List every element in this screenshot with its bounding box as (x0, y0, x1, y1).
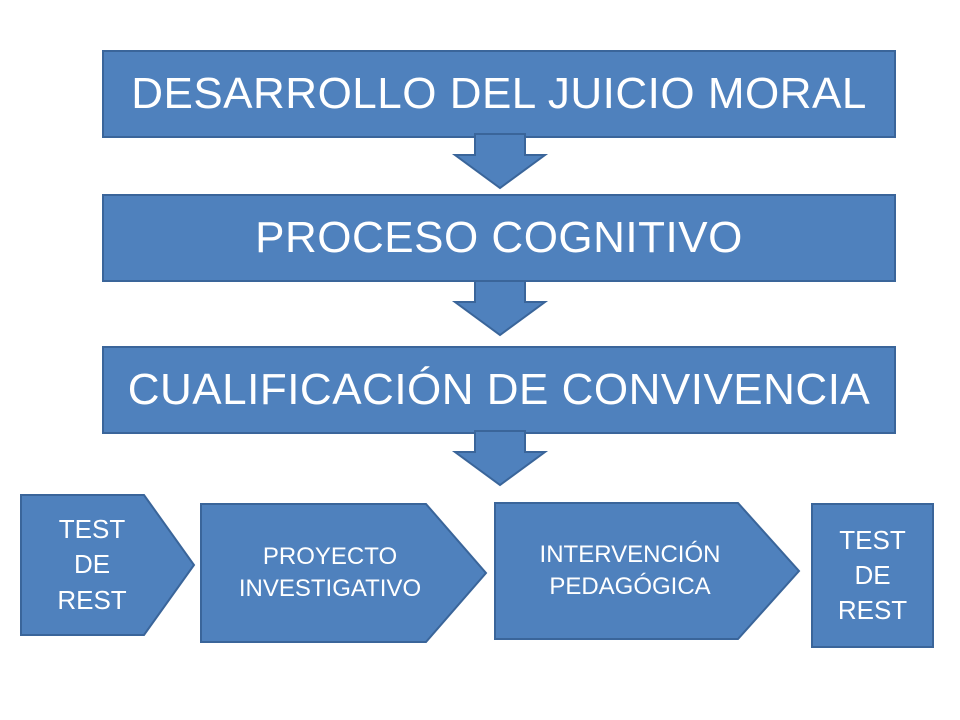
test-right-line3: REST (837, 595, 908, 626)
intervencion-line2: PEDAGÓGICA (549, 573, 711, 600)
box-desarrollo-label: DESARROLLO DEL JUICIO MORAL (131, 69, 867, 118)
pentagon-test-left (20, 494, 196, 636)
chevron-proyecto-investigativo (200, 503, 488, 643)
test-left-line2: DE (73, 549, 111, 580)
proyecto-line2: INVESTIGATIVO (238, 575, 422, 602)
test-right-line2: DE (854, 559, 891, 590)
down-arrow-3 (451, 430, 549, 487)
intervencion-label: INTERVENCIÓN PEDAGÓGICA (494, 502, 766, 640)
down-arrow-1 (451, 133, 549, 190)
test-left-label: TEST DE REST (22, 494, 162, 636)
test-right-label: TEST DE REST (811, 503, 934, 648)
chevron-intervencion-pedagogica (494, 502, 801, 640)
test-left-line3: REST (57, 584, 127, 615)
down-arrow-2 (451, 280, 549, 337)
box-cualificacion-convivencia: CUALIFICACIÓN DE CONVIVENCIA (102, 346, 896, 434)
box-desarrollo-juicio-moral: DESARROLLO DEL JUICIO MORAL (102, 50, 896, 138)
test-left-line1: TEST (58, 514, 126, 545)
box-proceso-cognitivo: PROCESO COGNITIVO (102, 194, 896, 282)
box-cualificacion-label: CUALIFICACIÓN DE CONVIVENCIA (127, 365, 871, 414)
proyecto-label: PROYECTO INVESTIGATIVO (200, 503, 460, 643)
proyecto-line1: PROYECTO (262, 542, 398, 570)
box-proceso-label: PROCESO COGNITIVO (255, 213, 743, 262)
intervencion-line1: INTERVENCIÓN (539, 540, 721, 568)
box-test-right (811, 503, 934, 648)
test-right-line1: TEST (839, 524, 906, 555)
